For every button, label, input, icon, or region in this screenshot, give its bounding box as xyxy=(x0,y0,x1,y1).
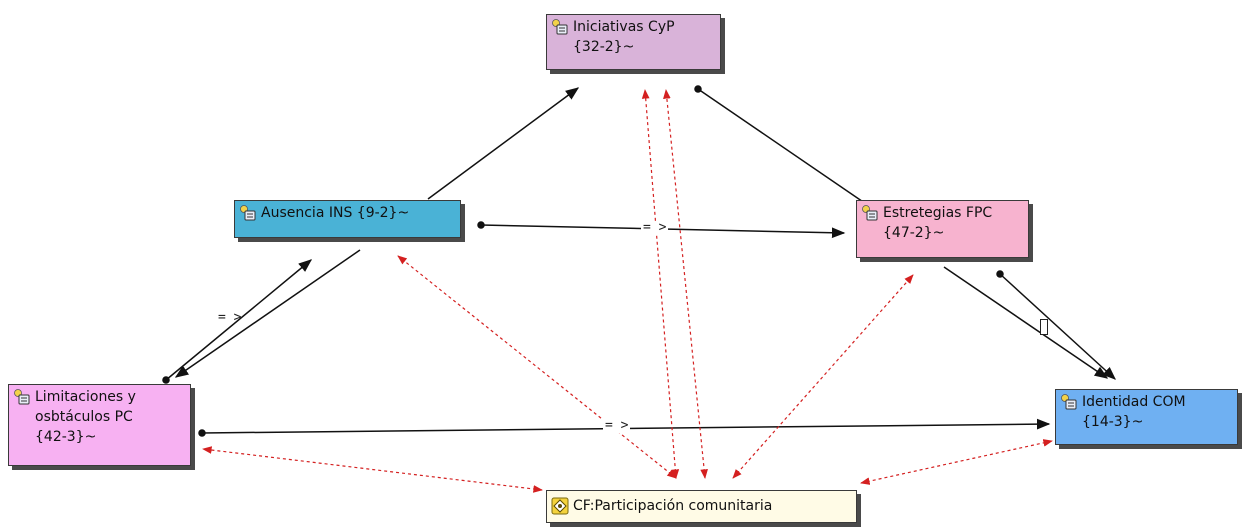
code-family-icon xyxy=(552,19,568,35)
assoc-cf-identidad[interactable] xyxy=(860,439,1053,485)
node-label: Ausencia INS {9-2}~ xyxy=(261,205,410,221)
node-iniciativas-cyp[interactable]: Iniciativas CyP {32-2}~ xyxy=(546,14,721,70)
assoc-cf-estrategias[interactable] xyxy=(732,274,914,479)
edge-marker-box xyxy=(1040,319,1048,335)
node-label: Limitaciones y osbtáculos PC {42-3}~ xyxy=(35,389,136,445)
edge-estrategias-to-identidad[interactable] xyxy=(943,266,1109,379)
node-label: Identidad COM {14-3}~ xyxy=(1082,394,1186,430)
edge-estrategias-to-identidad-2[interactable] xyxy=(996,270,1116,380)
edge-limitaciones-to-ausencia[interactable] xyxy=(162,259,313,384)
code-family-icon xyxy=(1061,394,1077,410)
code-family-icon xyxy=(862,205,878,221)
assoc-cf-iniciativas-b[interactable] xyxy=(663,89,708,479)
edge-iniciativas-to-estrategias[interactable] xyxy=(694,85,873,209)
node-label: CF:Participación comunitaria xyxy=(573,498,773,514)
edge-ausencia-to-limitaciones[interactable] xyxy=(174,249,361,378)
edge-ausencia-to-iniciativas[interactable] xyxy=(427,87,580,200)
edge-label-ausencia-estrategias: = > xyxy=(641,220,669,235)
edge-label-limitaciones-identidad: = > xyxy=(603,418,631,433)
edge-label-limitaciones-ausencia: = > xyxy=(218,310,242,325)
code-family-icon xyxy=(240,205,256,221)
node-label: Estretegias FPC {47-2}~ xyxy=(883,205,993,241)
node-identidad-com[interactable]: Identidad COM {14-3}~ xyxy=(1055,389,1238,445)
node-ausencia-ins[interactable]: Ausencia INS {9-2}~ xyxy=(234,200,461,238)
network-icon xyxy=(551,497,569,515)
code-family-icon xyxy=(14,389,30,405)
assoc-cf-ausencia[interactable] xyxy=(397,255,677,479)
assoc-cf-limitaciones[interactable] xyxy=(202,446,543,493)
node-estretegias-fpc[interactable]: Estretegias FPC {47-2}~ xyxy=(856,200,1029,258)
node-limitaciones-pc[interactable]: Limitaciones y osbtáculos PC {42-3}~ xyxy=(8,384,191,466)
node-cf-participacion-comunitaria[interactable]: CF:Participación comunitaria xyxy=(546,490,857,523)
node-label: Iniciativas CyP {32-2}~ xyxy=(573,19,675,55)
